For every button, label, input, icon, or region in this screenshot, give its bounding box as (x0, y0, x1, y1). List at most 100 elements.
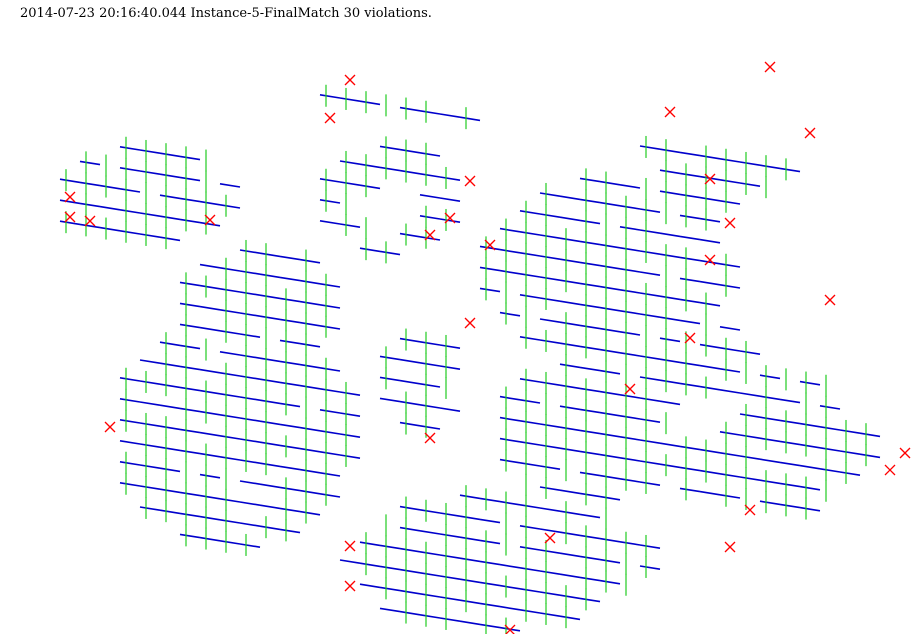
horizontal-segment-75 (579, 240, 601, 246)
horizontal-segment-92 (339, 223, 361, 228)
horizontal-segment-25 (619, 184, 641, 189)
horizontal-segment-216 (299, 342, 321, 348)
horizontal-segment-436 (419, 551, 441, 556)
horizontal-segment-247 (499, 395, 521, 401)
horizontal-segment-347 (779, 503, 801, 509)
horizontal-segment-402 (619, 541, 641, 546)
horizontal-segment-442 (539, 570, 561, 575)
horizontal-segment-342 (639, 481, 661, 486)
horizontal-segment-312 (579, 450, 601, 456)
horizontal-segment-422 (579, 555, 601, 561)
horizontal-segment-255 (739, 434, 761, 439)
violation-mark-6 (464, 175, 476, 187)
horizontal-segment-81 (699, 259, 721, 265)
horizontal-segment-168 (199, 284, 221, 290)
horizontal-segment-59 (659, 232, 681, 238)
horizontal-segment-364 (599, 495, 621, 501)
horizontal-segment-369 (199, 452, 221, 458)
horizontal-segment-21 (399, 148, 421, 154)
horizontal-segment-252 (619, 415, 641, 420)
horizontal-segment-146 (639, 313, 661, 318)
horizontal-segment-328 (199, 410, 221, 416)
horizontal-segment-298 (179, 386, 201, 392)
violation-marks (64, 61, 911, 634)
horizontal-segment-122 (579, 282, 601, 288)
horizontal-segment-479 (479, 623, 501, 629)
horizontal-segment-295 (119, 377, 141, 382)
horizontal-segment-56 (579, 219, 601, 225)
violation-mark-29 (899, 447, 911, 459)
horizontal-segment-375 (319, 472, 341, 477)
horizontal-segment-149 (719, 326, 741, 331)
horizontal-segment-95 (479, 245, 501, 251)
horizontal-segment-406 (159, 488, 181, 494)
horizontal-segment-134 (159, 236, 181, 242)
horizontal-segment-33 (399, 169, 421, 175)
horizontal-segment-388 (259, 483, 281, 489)
horizontal-segment-420 (539, 549, 561, 554)
horizontal-segment-291 (779, 461, 801, 467)
violation-mark-22 (724, 217, 736, 229)
horizontal-segment-413 (299, 510, 321, 516)
horizontal-segment-26 (659, 190, 681, 196)
horizontal-segment-48 (319, 178, 341, 183)
horizontal-segment-34 (419, 173, 441, 178)
horizontal-segment-268 (259, 378, 281, 384)
horizontal-segment-476 (419, 614, 441, 619)
horizontal-segment-466 (419, 593, 441, 598)
horizontal-segment-460 (539, 591, 561, 596)
horizontal-segment-214 (239, 333, 261, 338)
horizontal-segment-463 (359, 583, 381, 589)
horizontal-segment-234 (839, 429, 861, 434)
horizontal-segment-321 (759, 479, 781, 485)
horizontal-segment-7 (639, 145, 661, 150)
violation-mark-21 (704, 173, 716, 185)
horizontal-segment-241 (279, 360, 301, 366)
horizontal-segment-142 (559, 300, 581, 306)
horizontal-segment-288 (719, 452, 741, 457)
horizontal-segment-384 (139, 464, 161, 469)
horizontal-segment-334 (319, 430, 341, 435)
horizontal-segment-176 (539, 339, 561, 344)
horizontal-segment-108 (79, 202, 101, 208)
horizontal-segment-293 (819, 468, 841, 473)
horizontal-segment-217 (379, 355, 401, 361)
horizontal-segment-319 (719, 473, 741, 478)
violation-mark-13 (104, 421, 116, 433)
horizontal-segment-221 (519, 378, 541, 383)
horizontal-segment-65 (159, 173, 181, 179)
horizontal-segment-239 (239, 354, 261, 359)
horizontal-segment-389 (279, 486, 301, 492)
horizontal-segment-469 (479, 602, 501, 608)
horizontal-segment-9 (679, 151, 701, 157)
horizontal-segment-261 (859, 453, 881, 459)
horizontal-segment-173 (299, 300, 321, 306)
horizontal-segment-90 (219, 204, 241, 209)
horizontal-segment-300 (219, 393, 241, 398)
horizontal-segment-282 (599, 432, 621, 438)
horizontal-segment-326 (159, 404, 181, 410)
horizontal-segment-156 (319, 283, 341, 288)
horizontal-segment-86 (119, 188, 141, 193)
vertical-segments (65, 84, 867, 634)
horizontal-segment-360 (339, 454, 361, 459)
horizontal-segment-277 (499, 416, 521, 422)
horizontal-segment-253 (639, 418, 661, 423)
horizontal-segment-141 (539, 297, 561, 302)
horizontal-segment-136 (259, 252, 281, 258)
horizontal-segment-433 (359, 541, 381, 547)
horizontal-segment-39 (599, 201, 621, 207)
horizontal-segment-184 (699, 364, 721, 370)
horizontal-segment-50 (359, 184, 381, 190)
horizontal-segment-121 (559, 279, 581, 285)
horizontal-segment-279 (539, 423, 561, 428)
horizontal-segment-396 (479, 518, 501, 524)
horizontal-segment-45 (139, 149, 161, 154)
horizontal-segment-210 (819, 405, 841, 410)
horizontal-segment-192 (259, 315, 281, 321)
horizontal-segment-280 (559, 426, 581, 432)
horizontal-segment-400 (579, 534, 601, 540)
horizontal-segment-93 (399, 232, 421, 238)
horizontal-segment-52 (439, 197, 461, 202)
horizontal-segment-461 (559, 594, 581, 600)
